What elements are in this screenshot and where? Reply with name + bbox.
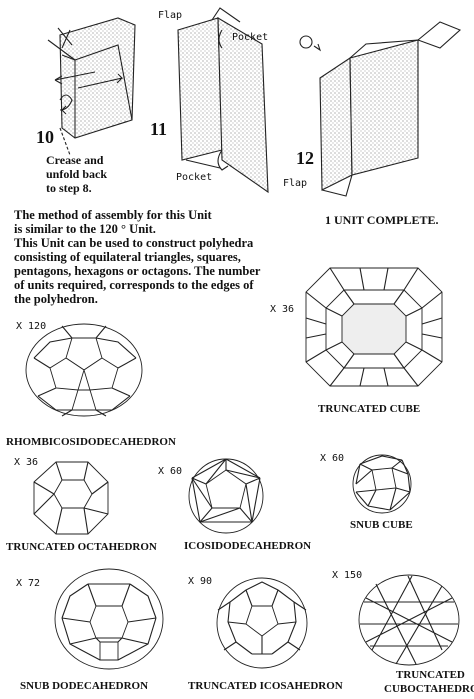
unit-complete-label: 1 UNIT COMPLETE. (325, 213, 439, 227)
truncated-cube-name: TRUNCATED CUBE (318, 403, 421, 415)
description-line-6: of units required, corresponds to the ed… (14, 278, 254, 292)
icosidodecahedron-illustration (188, 458, 264, 534)
description-paragraph: The method of assembly for this Unit is … (14, 208, 314, 306)
truncated-cuboctahedron-name-line1: TRUNCATED (396, 669, 465, 681)
rhombicosidodecahedron-name: RHOMBICOSIDODECAHEDRON (6, 436, 176, 448)
truncated-octahedron-illustration (33, 461, 109, 535)
step12-flap-label: Flap (283, 178, 308, 189)
truncated-cuboctahedron-illustration (358, 574, 460, 666)
truncated-icosahedron-name: TRUNCATED ICOSAHEDRON (188, 680, 343, 692)
rhombicosidodecahedron-illustration (25, 323, 143, 417)
description-line-2: is similar to the 120 ° Unit. (14, 222, 156, 236)
snub-dodecahedron-multiplier: X 72 (16, 578, 41, 589)
description-line-3: This Unit can be used to construct polyh… (14, 236, 254, 250)
step10-number: 10 (36, 127, 54, 147)
step12-number: 12 (296, 148, 314, 168)
step11-flap-label: Flap (158, 10, 183, 21)
snub-cube-name: SNUB CUBE (350, 519, 413, 531)
step10-note-line1: Crease and (46, 153, 104, 167)
snub-cube-multiplier: X 60 (320, 453, 345, 464)
icosidodecahedron-multiplier: X 60 (158, 466, 183, 477)
description-line-1: The method of assembly for this Unit (14, 208, 212, 222)
truncated-icosahedron-illustration (216, 577, 308, 669)
step11-pocket-label: Pocket (232, 32, 269, 43)
step11-diagram (177, 7, 269, 194)
truncated-cuboctahedron-multiplier: X 150 (332, 570, 363, 581)
snub-dodecahedron-name: SNUB DODECAHEDRON (20, 680, 149, 692)
truncated-cuboctahedron-name-line2: CUBOCTAHEDRON (384, 683, 474, 695)
icosidodecahedron-name: ICOSIDODECAHEDRON (184, 540, 312, 552)
step10-diagram (47, 17, 136, 156)
snub-cube-illustration (352, 454, 412, 514)
rhombicosidodecahedron-multiplier: X 120 (16, 321, 47, 332)
truncated-octahedron-multiplier: X 36 (14, 457, 39, 468)
description-line-7: the polyhedron. (14, 292, 98, 306)
description-line-5: pentagons, hexagons or octagons. The num… (14, 264, 261, 278)
truncated-icosahedron-multiplier: X 90 (188, 576, 213, 587)
truncated-octahedron-name: TRUNCATED OCTAHEDRON (6, 541, 157, 553)
step11-pocket-label-bottom: Pocket (176, 172, 213, 183)
step10-note-line2: unfold back (46, 167, 108, 181)
description-line-4: consisting of equilateral triangles, squ… (14, 250, 241, 264)
truncated-cube-multiplier: X 36 (270, 304, 295, 315)
step12-diagram (299, 21, 462, 197)
truncated-cube-illustration (305, 267, 443, 387)
snub-dodecahedron-illustration (54, 568, 164, 670)
step10-note-line3: to step 8. (46, 181, 92, 195)
step11-number: 11 (150, 119, 168, 139)
